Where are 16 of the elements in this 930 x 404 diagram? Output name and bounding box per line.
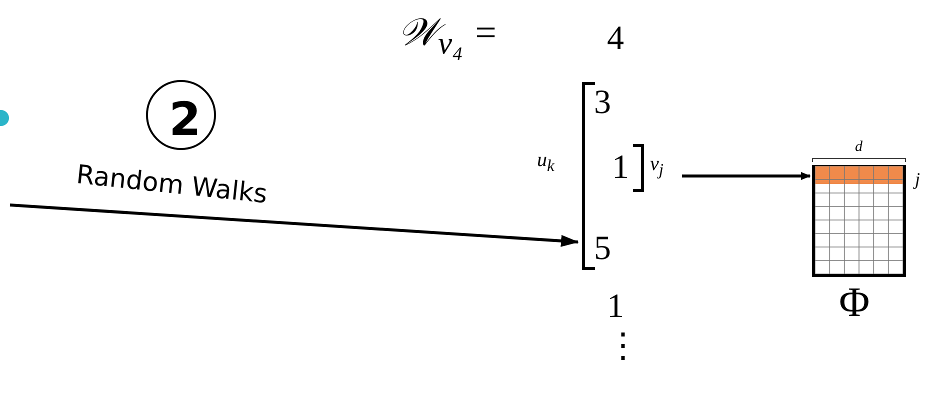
sequence-entry: 1 bbox=[612, 151, 629, 185]
step-number: 2 bbox=[169, 92, 202, 146]
ellipsis: ⋮ bbox=[606, 330, 640, 364]
sequence-entry: 5 bbox=[594, 232, 611, 266]
row-label: j bbox=[915, 170, 920, 188]
vertex-label: v$_{j}$ bbox=[650, 154, 664, 179]
dimension-label: d bbox=[855, 140, 862, 155]
arrow bbox=[10, 204, 579, 247]
walk-formula: 𝒲$_{v₄}$ = bbox=[398, 14, 498, 60]
window-label: u$_{k}$ bbox=[537, 150, 554, 175]
sequence-entry: 3 bbox=[594, 86, 611, 120]
sequence-entry: 4 bbox=[607, 22, 624, 56]
step-label: Random Walks bbox=[74, 160, 269, 210]
matrix-label: Φ bbox=[839, 282, 870, 324]
arrow bbox=[682, 172, 811, 180]
sequence-entry: 1 bbox=[607, 290, 624, 324]
